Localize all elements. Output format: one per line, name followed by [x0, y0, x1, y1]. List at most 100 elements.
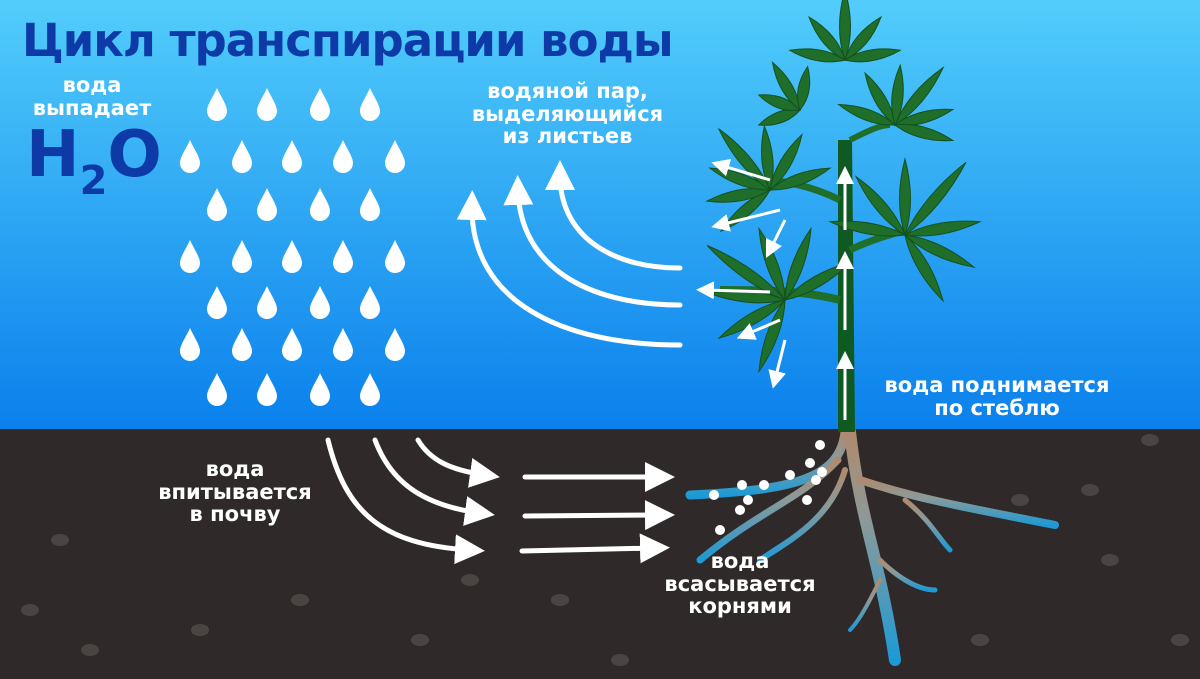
raindrop [360, 88, 380, 121]
soil [0, 429, 1200, 679]
water-dot [715, 525, 725, 535]
leaflet [784, 226, 812, 302]
raindrops [180, 88, 405, 406]
raindrop [180, 140, 200, 173]
raindrop [333, 240, 353, 273]
raindrop [385, 240, 405, 273]
leaflet [839, 0, 851, 62]
pebble [191, 624, 209, 636]
raindrop [333, 140, 353, 173]
raindrop [257, 188, 277, 221]
water-dot [817, 467, 827, 477]
leaflet [758, 226, 786, 302]
raindrop [282, 240, 302, 273]
vapor-arrow [545, 160, 683, 271]
raindrop [232, 328, 252, 361]
rain-label-line: вода [62, 73, 122, 97]
stem-label-line: по стеблю [934, 395, 1060, 420]
pebble [1101, 554, 1119, 566]
pebble [81, 644, 99, 656]
raindrop [385, 328, 405, 361]
vapor-arrows [456, 160, 683, 348]
stem-label-line: вода поднимается [884, 373, 1110, 397]
pebble [1141, 434, 1159, 446]
pebble [51, 534, 69, 546]
soil-arrow [519, 533, 670, 564]
soil-pebbles [21, 434, 1189, 666]
page-title: Цикл транспирации воды [22, 14, 674, 67]
pebble [971, 634, 989, 646]
leaf [837, 63, 955, 142]
raindrop [360, 373, 380, 406]
vapor-arrow [503, 175, 683, 308]
plant-arrows [696, 158, 854, 420]
leaflet [768, 167, 832, 191]
soil-arrow [415, 437, 500, 488]
raindrop [207, 88, 227, 121]
water-dot [785, 470, 795, 480]
water-dot [709, 490, 719, 500]
rain-label: вода выпадает [22, 74, 162, 119]
raindrop [310, 286, 330, 319]
leaflet [899, 157, 911, 237]
leaf [706, 226, 853, 374]
raindrop [207, 188, 227, 221]
pebble [611, 654, 629, 666]
soil-arrow [372, 437, 495, 526]
raindrop [257, 373, 277, 406]
pebble [1171, 634, 1189, 646]
leaflet [893, 123, 955, 142]
water-dots [709, 440, 827, 535]
soil-label-line: впитывается [158, 479, 312, 504]
vapor-label-line: водяной пар, [487, 79, 648, 103]
pebble [21, 604, 39, 616]
leaflet [828, 220, 907, 237]
raindrop [232, 240, 252, 273]
rain-label-line: выпадает [32, 95, 152, 120]
raindrop [207, 286, 227, 319]
leaflet [758, 298, 786, 374]
leaflet [771, 61, 801, 112]
formula-h: H [26, 118, 80, 192]
stem-label: вода поднимается по стеблю [862, 374, 1132, 419]
water-dot [759, 480, 769, 490]
soil-label-line: вода [205, 457, 265, 481]
raindrop [180, 328, 200, 361]
leaflet [797, 65, 811, 112]
raindrop [310, 373, 330, 406]
water-dot [802, 495, 812, 505]
leaf [828, 157, 982, 303]
raindrop [207, 373, 227, 406]
vapor-label: водяной пар, выделяющийся из листьев [445, 80, 690, 148]
pebble [1011, 494, 1029, 506]
pebble [411, 634, 429, 646]
leaf [788, 0, 902, 63]
leaflet [761, 124, 774, 192]
leaflet [904, 233, 944, 303]
leaflet [903, 234, 976, 268]
leaflet [854, 175, 907, 237]
vapor-label-line: из листьев [502, 124, 633, 149]
pebble [291, 594, 309, 606]
soil-label: вода впитывается в почву [150, 458, 320, 526]
leaflet [891, 63, 904, 127]
water-dot [743, 495, 753, 505]
raindrop [232, 140, 252, 173]
raindrop [282, 328, 302, 361]
water-dot [805, 458, 815, 468]
leaflet [769, 133, 803, 192]
water-dot [737, 480, 747, 490]
pebble [1081, 484, 1099, 496]
leaflet [864, 71, 896, 127]
vapor-label-line: выделяющийся [471, 101, 664, 126]
soil-arrow [522, 500, 675, 531]
leaflet [893, 66, 945, 127]
leaflet [843, 48, 902, 63]
water-dot [815, 440, 825, 450]
raindrop [257, 88, 277, 121]
leaflet [706, 245, 786, 301]
raindrop [360, 188, 380, 221]
pebble [551, 594, 569, 606]
soil-label-line: в почву [189, 502, 281, 527]
leaflet [788, 48, 847, 63]
